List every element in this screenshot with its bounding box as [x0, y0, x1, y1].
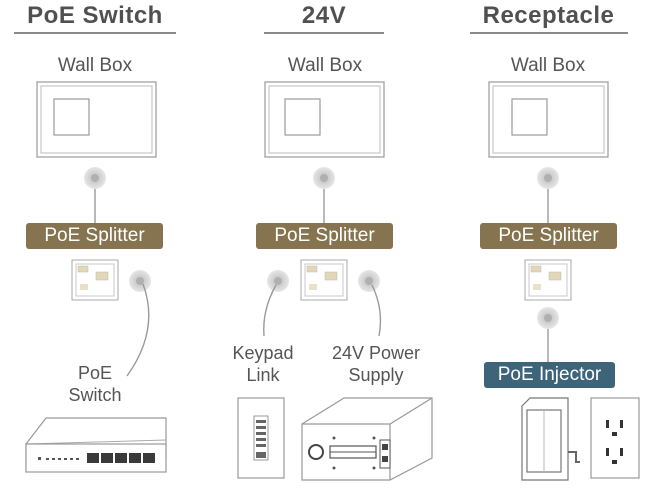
title-rule — [264, 32, 384, 34]
connector-port-icon — [267, 270, 289, 292]
title-rule — [470, 32, 628, 34]
power-supply-device-icon — [301, 397, 433, 481]
connector-port-icon — [129, 270, 151, 292]
power-supply-label: 24V Power Supply — [331, 343, 421, 385]
poe-switch-device-icon — [25, 417, 167, 473]
wall-box-icon — [488, 81, 609, 158]
poe-splitter-device-icon — [524, 259, 572, 301]
title-rule — [14, 32, 176, 34]
poe-splitter-badge: PoE Splitter — [480, 223, 617, 249]
wall-box-label: Wall Box — [510, 55, 586, 76]
wall-box-label: Wall Box — [287, 55, 363, 76]
poe-splitter-badge: PoE Splitter — [26, 223, 163, 249]
wall-box-icon — [264, 81, 385, 158]
poe-splitter-device-icon — [300, 259, 348, 301]
poe-injector-device-icon — [521, 397, 580, 481]
wall-receptacle-icon — [590, 397, 640, 479]
connector-port-icon — [84, 167, 106, 189]
keypad-link-label: Keypad Link — [232, 343, 294, 385]
connector-port-icon — [537, 167, 559, 189]
poe-splitter-badge: PoE Splitter — [256, 223, 393, 249]
poe-splitter-device-icon — [71, 259, 119, 301]
wall-box-icon — [36, 81, 157, 158]
connector-port-icon — [313, 167, 335, 189]
poe-injector-badge: PoE Injector — [484, 362, 615, 388]
column-title-poe-switch: PoE Switch — [27, 2, 163, 29]
keypad-device-icon — [237, 397, 285, 479]
wall-box-label: Wall Box — [57, 55, 133, 76]
column-title-receptacle: Receptacle — [482, 2, 615, 29]
connector-port-icon — [537, 307, 559, 329]
connector-port-icon — [358, 270, 380, 292]
poe-switch-label: PoE Switch — [68, 363, 122, 405]
column-title-24v: 24V — [301, 2, 347, 29]
